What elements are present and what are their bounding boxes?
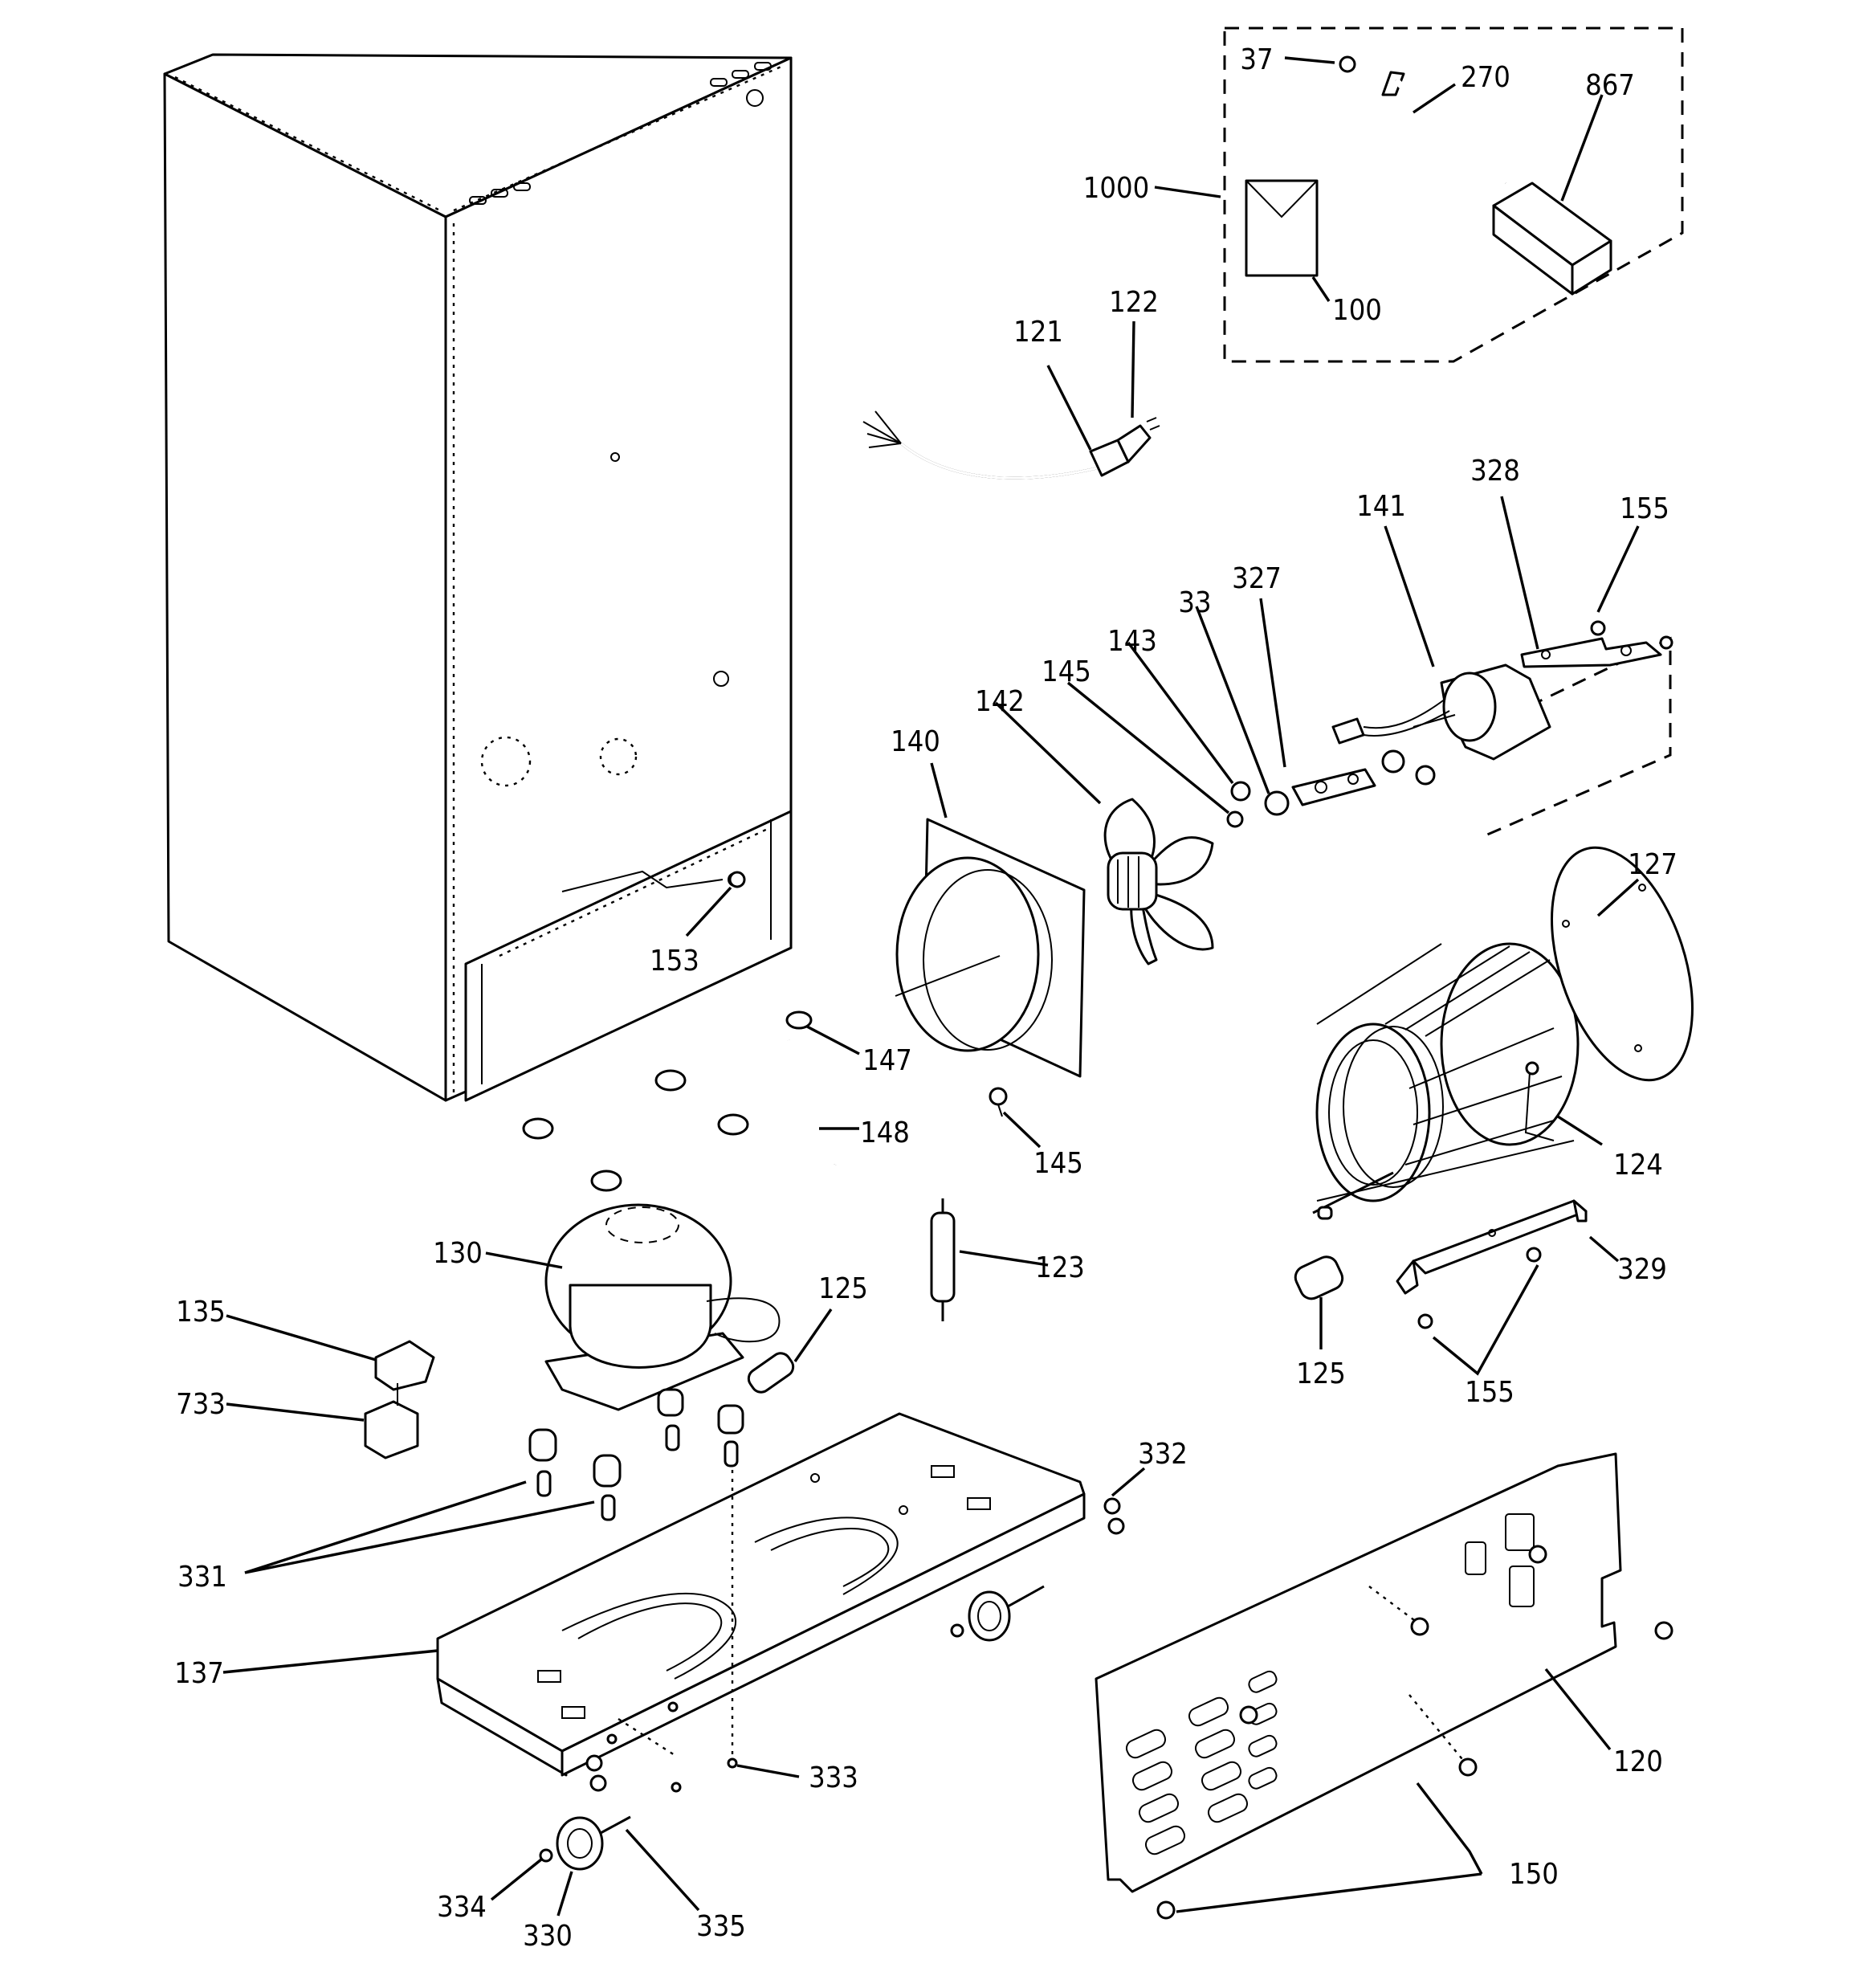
callout-145-bottom: 145 [1033,1147,1083,1180]
relay-overload [364,1340,435,1459]
callout-125-left: 125 [818,1272,868,1305]
callout-733: 733 [176,1388,226,1421]
callout-335: 335 [696,1910,746,1943]
motor-bracket [1520,620,1673,668]
callout-100: 100 [1332,294,1382,327]
callout-121: 121 [1013,316,1063,349]
mounting-bracket-329 [1396,1199,1588,1329]
callout-123: 123 [1035,1251,1085,1284]
tube-piece-125-right [1294,1255,1344,1300]
compressor-grommets-top [522,1069,749,1192]
callout-327: 327 [1232,562,1282,595]
callout-143: 143 [1107,625,1157,658]
callout-labels: 37 270 867 1000 100 121 122 328 141 155 … [174,43,1678,1953]
callout-148: 148 [860,1116,910,1149]
callout-33: 33 [1178,586,1211,619]
power-cord [862,410,1160,480]
caster-wheel-bottom [539,1815,631,1871]
callout-37: 37 [1240,43,1273,76]
callout-137: 137 [174,1657,224,1690]
callout-333: 333 [809,1761,858,1794]
cabinet [163,53,793,1102]
callout-1000: 1000 [1083,172,1149,205]
callout-130: 130 [433,1237,483,1270]
callout-867: 867 [1585,69,1635,102]
fan-hardware [1226,749,1436,828]
fan-boundary-line [1485,636,1672,837]
callout-155-top: 155 [1620,492,1669,525]
callout-150: 150 [1509,1858,1559,1891]
fan-blade [1103,798,1214,965]
condenser-coil [1312,942,1580,1220]
condenser-cover-disc [1551,846,1694,1082]
fan-motor [1331,663,1551,761]
callout-329: 329 [1617,1253,1667,1286]
drier [930,1198,956,1321]
callout-328: 328 [1470,455,1520,488]
tube-piece-125-left [747,1352,795,1394]
callout-270: 270 [1461,61,1510,94]
callout-141: 141 [1356,490,1406,523]
callout-142: 142 [975,685,1025,718]
callout-124: 124 [1613,1149,1663,1182]
callout-155-bottom: 155 [1465,1376,1514,1409]
kit-screw [1339,55,1356,73]
base-pan [436,1412,1086,1777]
access-panel [1095,1452,1622,1893]
callout-120: 120 [1613,1745,1663,1778]
callout-330: 330 [523,1920,573,1953]
callout-334: 334 [437,1891,487,1924]
kit-bracket-tube [1381,71,1508,227]
callout-125-right: 125 [1296,1357,1346,1390]
kit-envelope [1245,179,1319,277]
kit-tray [1492,182,1612,296]
compressor [544,1203,781,1411]
access-panel-screws [1156,1545,1673,1920]
base-pan-screws [585,1497,1125,1793]
callout-127: 127 [1628,848,1678,881]
screw-153 [728,871,746,888]
callout-331: 331 [177,1561,227,1594]
callout-135: 135 [176,1296,226,1329]
callout-147: 147 [862,1044,912,1077]
callout-153: 153 [650,945,699,978]
fan-shroud [895,818,1086,1078]
callout-122: 122 [1109,286,1159,319]
kit-boundary [1223,27,1684,363]
callout-140: 140 [891,725,940,758]
drain-tube [785,1010,838,1179]
caster-wheel-mid [950,1585,1045,1642]
leader-lines [222,56,1640,1917]
compressor-grommets [528,1388,744,1521]
callout-145-top: 145 [1042,655,1091,688]
callout-332: 332 [1138,1438,1188,1471]
screw-145-lower [989,1087,1008,1117]
